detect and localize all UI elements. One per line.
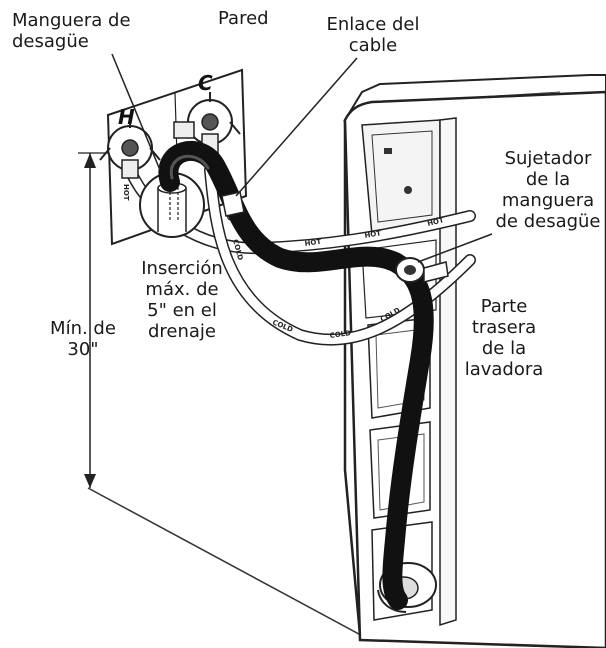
drain-hose-clamp [395, 257, 449, 283]
drain-hose-clamp-label: Sujetador de la manguera de desagüe [495, 148, 601, 232]
cable-tie [221, 191, 245, 217]
washer-back-label: Parte trasera de la lavadora [464, 296, 544, 380]
hot-hose-tag: HOT [304, 238, 322, 248]
drain-hose-label: Manguera de desagüe [12, 10, 131, 52]
hot-hose-tag: HOT [427, 216, 445, 228]
hot-water-faucet [99, 118, 161, 179]
cold-water-faucet [173, 92, 241, 165]
min-height-label: Mín. de 30" [50, 318, 116, 360]
leader-lines [111, 53, 493, 263]
hot-hose-tag: HOT [122, 184, 130, 201]
cable-tie-label: Enlace del cable [326, 14, 420, 56]
height-dimension-arrow [78, 152, 108, 488]
hot-hose-tag: HOT [364, 229, 382, 240]
floor-line [87, 487, 371, 641]
hot-valve-letter: H [118, 105, 135, 129]
max-insertion-label: Inserción máx. de 5" en el drenaje [141, 258, 223, 342]
wall-label: Pared [218, 8, 269, 29]
cold-valve-letter: C [198, 71, 213, 95]
drain-hose [158, 141, 434, 610]
cold-hose-tag: COLD [329, 329, 351, 340]
